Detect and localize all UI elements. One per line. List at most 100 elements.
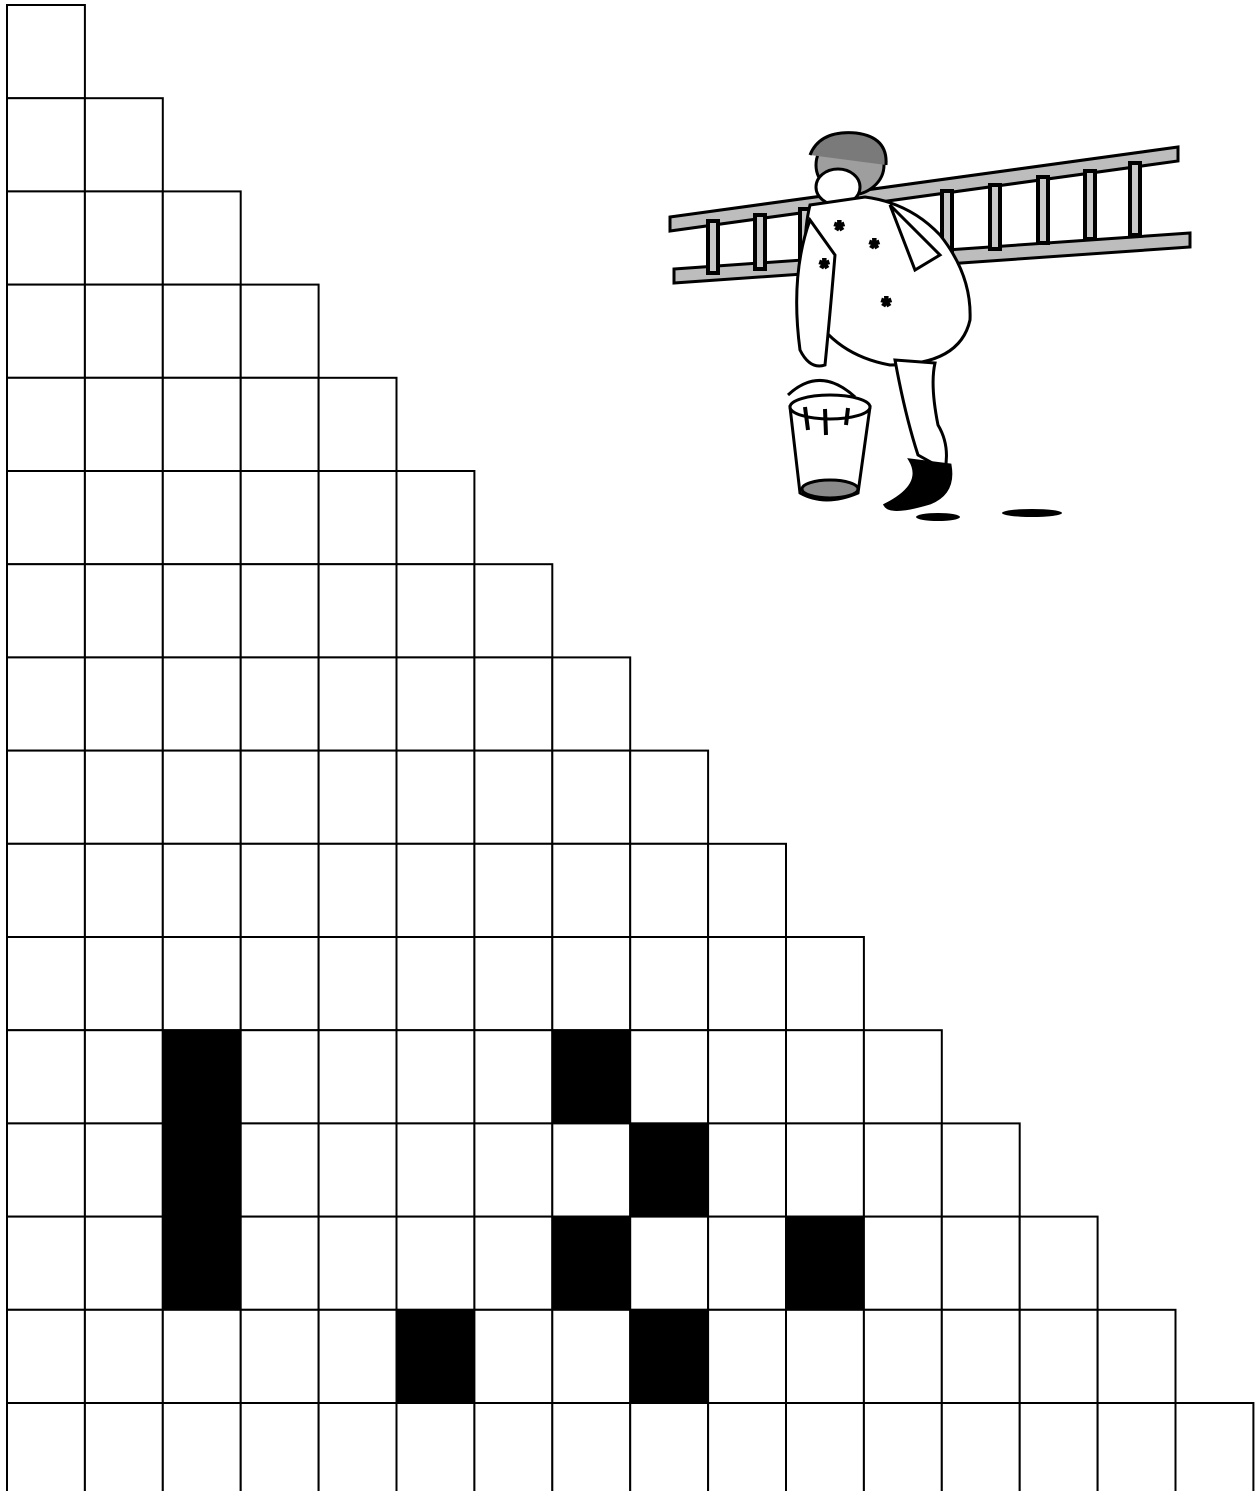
grid-cell[interactable] [85,471,163,564]
grid-cell[interactable] [1020,1217,1098,1310]
grid-cell[interactable] [552,844,630,937]
grid-cell[interactable] [7,1217,85,1310]
grid-cell[interactable] [552,1123,630,1216]
grid-cell[interactable] [241,1217,319,1310]
grid-cell[interactable] [319,1403,397,1491]
grid-cell[interactable] [319,471,397,564]
grid-cell[interactable] [1176,1403,1254,1491]
grid-cell[interactable] [85,1030,163,1123]
grid-cell[interactable] [630,1217,708,1310]
grid-cell[interactable] [864,1403,942,1491]
grid-cell[interactable] [241,471,319,564]
grid-cell[interactable] [163,564,241,657]
grid-cell[interactable] [708,1123,786,1216]
grid-cell[interactable] [786,1030,864,1123]
grid-cell[interactable] [942,1217,1020,1310]
grid-cell[interactable] [7,378,85,471]
grid-cell[interactable] [1020,1310,1098,1403]
grid-cell[interactable] [163,937,241,1030]
grid-cell[interactable] [163,191,241,284]
grid-cell[interactable] [241,657,319,750]
grid-cell[interactable] [397,657,475,750]
grid-cell[interactable] [630,1403,708,1491]
grid-cell[interactable] [241,844,319,937]
grid-cell[interactable] [85,937,163,1030]
grid-cell[interactable] [241,751,319,844]
grid-cell[interactable] [241,564,319,657]
grid-cell[interactable] [319,378,397,471]
grid-cell[interactable] [163,471,241,564]
grid-cell[interactable] [474,1403,552,1491]
grid-cell[interactable] [319,751,397,844]
grid-cell[interactable] [1020,1403,1098,1491]
grid-cell[interactable] [864,1123,942,1216]
grid-cell[interactable] [864,1310,942,1403]
grid-cell[interactable] [474,1123,552,1216]
grid-cell[interactable] [708,937,786,1030]
grid-cell[interactable] [786,1310,864,1403]
grid-cell[interactable] [85,1217,163,1310]
grid-cell[interactable] [163,844,241,937]
grid-cell[interactable] [708,844,786,937]
grid-cell[interactable] [1098,1310,1176,1403]
grid-cell[interactable] [397,937,475,1030]
grid-cell[interactable] [85,378,163,471]
grid-cell[interactable] [85,564,163,657]
grid-cell[interactable] [397,564,475,657]
grid-cell[interactable] [474,844,552,937]
grid-cell[interactable] [7,564,85,657]
grid-cell[interactable] [474,657,552,750]
grid-cell[interactable] [552,751,630,844]
grid-cell[interactable] [7,657,85,750]
grid-cell[interactable] [942,1310,1020,1403]
grid-cell[interactable] [241,1310,319,1403]
grid-cell[interactable] [7,937,85,1030]
grid-cell[interactable] [552,1403,630,1491]
grid-cell[interactable] [7,1123,85,1216]
grid-cell[interactable] [85,657,163,750]
grid-cell[interactable] [552,1310,630,1403]
grid-cell[interactable] [397,844,475,937]
grid-cell[interactable] [241,1403,319,1491]
grid-cell[interactable] [163,285,241,378]
grid-cell[interactable] [552,657,630,750]
grid-cell[interactable] [630,844,708,937]
grid-cell[interactable] [7,191,85,284]
grid-cell[interactable] [85,98,163,191]
grid-cell[interactable] [7,1310,85,1403]
grid-cell[interactable] [397,1217,475,1310]
grid-cell[interactable] [397,1403,475,1491]
grid-cell[interactable] [163,657,241,750]
grid-cell[interactable] [7,1030,85,1123]
grid-cell[interactable] [630,937,708,1030]
grid-cell[interactable] [7,98,85,191]
grid-cell[interactable] [708,1217,786,1310]
grid-cell[interactable] [1098,1403,1176,1491]
grid-cell[interactable] [85,1310,163,1403]
grid-cell[interactable] [319,844,397,937]
grid-cell[interactable] [319,937,397,1030]
grid-cell[interactable] [241,1030,319,1123]
grid-cell[interactable] [241,1123,319,1216]
grid-cell[interactable] [319,1310,397,1403]
grid-cell[interactable] [864,1030,942,1123]
grid-cell[interactable] [786,937,864,1030]
grid-cell[interactable] [163,1403,241,1491]
grid-cell[interactable] [319,1030,397,1123]
grid-cell[interactable] [163,378,241,471]
grid-cell[interactable] [474,564,552,657]
grid-cell[interactable] [85,844,163,937]
grid-cell[interactable] [708,1030,786,1123]
grid-cell[interactable] [474,751,552,844]
grid-cell[interactable] [241,378,319,471]
grid-cell[interactable] [7,285,85,378]
grid-cell[interactable] [708,1403,786,1491]
grid-cell[interactable] [7,471,85,564]
grid-cell[interactable] [241,937,319,1030]
grid-cell[interactable] [241,285,319,378]
grid-cell[interactable] [708,1310,786,1403]
grid-cell[interactable] [7,751,85,844]
grid-cell[interactable] [163,751,241,844]
grid-cell[interactable] [397,1030,475,1123]
grid-cell[interactable] [474,1030,552,1123]
